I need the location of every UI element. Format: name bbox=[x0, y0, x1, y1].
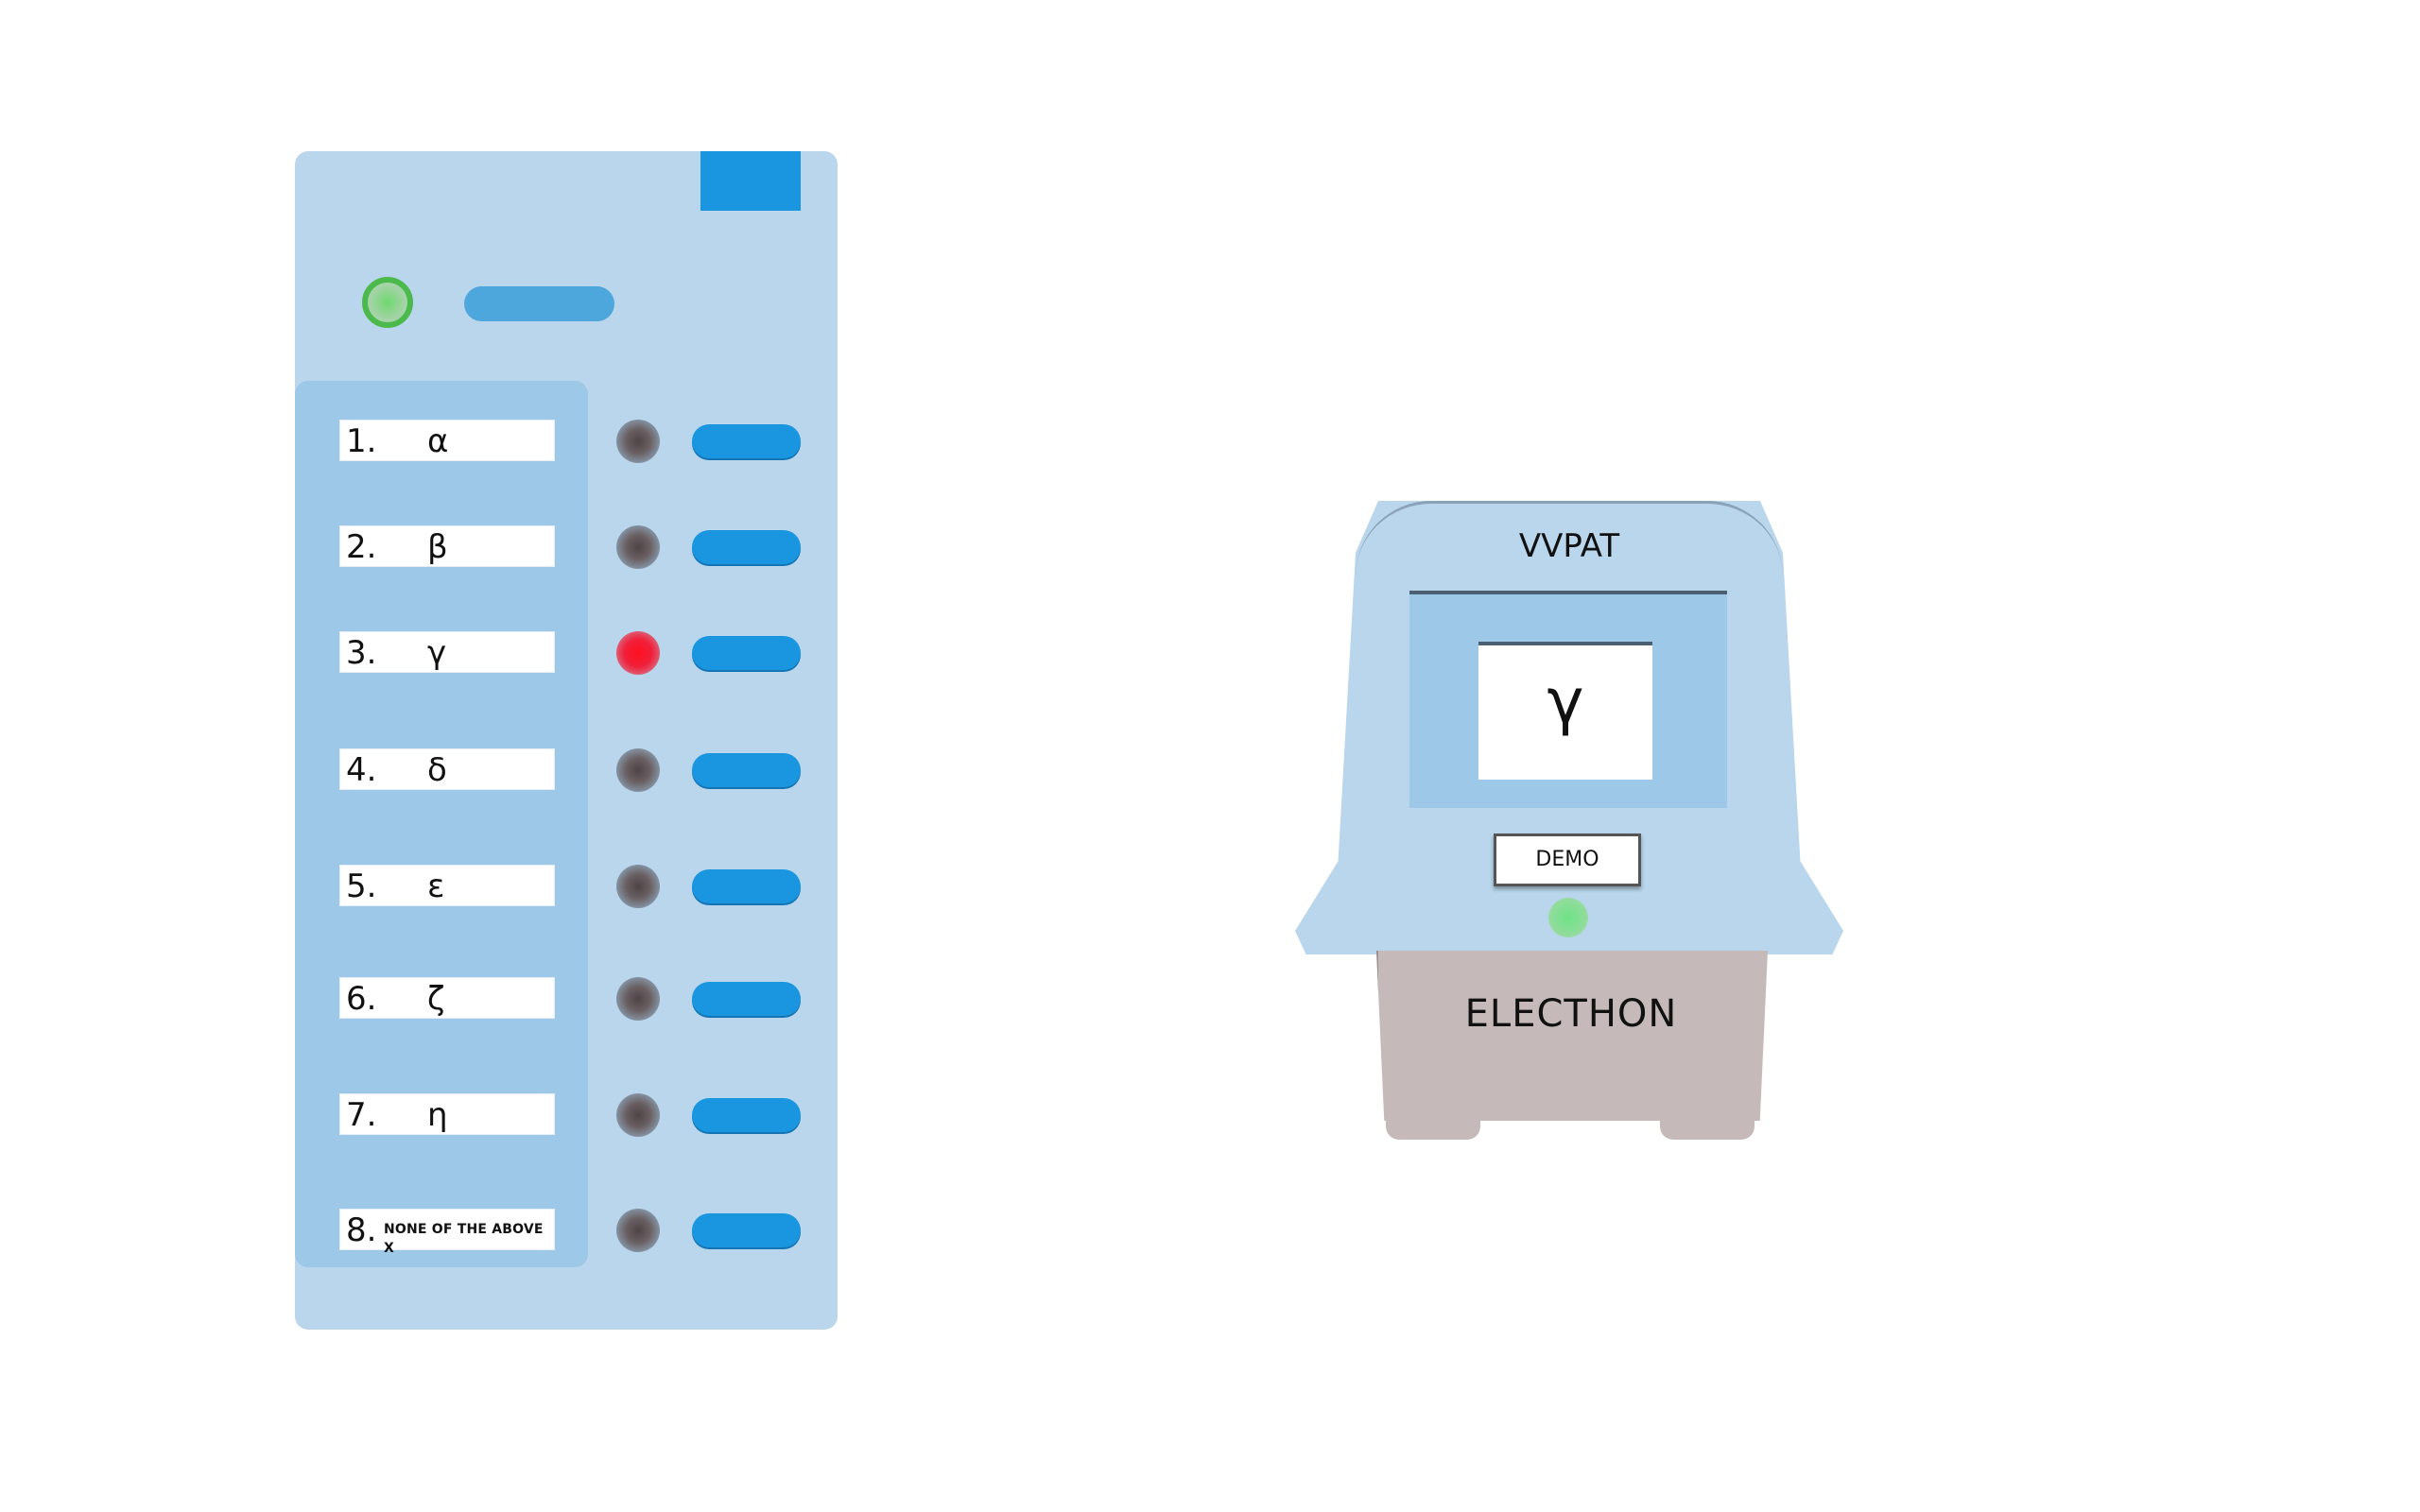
vote-button-3[interactable] bbox=[692, 636, 801, 670]
candidate-label: 1. α bbox=[340, 421, 554, 460]
candidate-name: γ bbox=[427, 634, 447, 672]
ready-indicator-bar bbox=[464, 286, 614, 321]
candidate-label: 4. δ bbox=[340, 749, 554, 789]
vote-indicator-light bbox=[616, 420, 660, 463]
candidate-name: β bbox=[427, 528, 448, 566]
candidate-label: 3. γ bbox=[340, 632, 554, 672]
candidate-name: ζ bbox=[427, 980, 445, 1018]
candidate-name: δ bbox=[427, 751, 447, 789]
vvpat-unit: VVPAT γ DEMO ELECTHON bbox=[1295, 501, 1843, 1143]
ballot-unit-corner-tab bbox=[700, 151, 801, 211]
demo-label: DEMO bbox=[1494, 833, 1641, 886]
candidate-number: 4. bbox=[346, 751, 377, 789]
vote-button-5[interactable] bbox=[692, 869, 801, 903]
vote-indicator-light-lit bbox=[616, 631, 660, 675]
candidate-label: 8. NONE OF THE ABOVE X bbox=[340, 1210, 554, 1256]
vvpat-paper-slip: γ bbox=[1478, 642, 1652, 780]
candidate-row: 6. ζ bbox=[295, 975, 838, 1022]
candidate-number: 1. bbox=[346, 422, 377, 460]
vote-button-4[interactable] bbox=[692, 753, 801, 787]
candidate-name: ε bbox=[427, 868, 445, 905]
vote-button-7[interactable] bbox=[692, 1098, 801, 1132]
vote-button-8[interactable] bbox=[692, 1213, 801, 1247]
candidate-label: 5. ε bbox=[340, 866, 554, 905]
vote-button-1[interactable] bbox=[692, 424, 801, 458]
none-of-the-above-label: NONE OF THE ABOVE X bbox=[384, 1222, 544, 1256]
vvpat-title: VVPAT bbox=[1518, 527, 1620, 565]
candidate-label: 6. ζ bbox=[340, 978, 554, 1018]
vvpat-status-light bbox=[1548, 898, 1588, 937]
vote-indicator-light bbox=[616, 977, 660, 1021]
vvpat-base bbox=[1376, 951, 1768, 1121]
candidate-name: α bbox=[427, 422, 449, 460]
vvpat-brand-label: ELECTHON bbox=[1464, 992, 1678, 1036]
candidate-name: η bbox=[427, 1096, 448, 1134]
vote-indicator-light bbox=[616, 1093, 660, 1137]
vote-button-6[interactable] bbox=[692, 982, 801, 1016]
candidate-row: 4. δ bbox=[295, 747, 838, 794]
candidate-number: 6. bbox=[346, 980, 377, 1018]
vote-indicator-light bbox=[616, 865, 660, 908]
candidate-row: 1. α bbox=[295, 418, 838, 465]
vvpat-viewing-window: γ bbox=[1409, 591, 1727, 808]
candidate-number: 2. bbox=[346, 528, 377, 566]
ready-indicator-light bbox=[362, 277, 413, 328]
vvpat-slip-symbol: γ bbox=[1547, 665, 1584, 738]
candidate-row: 3. γ bbox=[295, 629, 838, 677]
candidate-row: 2. β bbox=[295, 524, 838, 571]
vvpat-foot-left bbox=[1386, 1106, 1480, 1140]
candidate-number: 5. bbox=[346, 868, 377, 905]
vote-indicator-light bbox=[616, 1209, 660, 1252]
vvpat-foot-right bbox=[1660, 1106, 1754, 1140]
candidate-number: 3. bbox=[346, 634, 377, 672]
candidate-row: 8. NONE OF THE ABOVE X bbox=[295, 1207, 838, 1256]
candidate-label: 7. η bbox=[340, 1094, 554, 1134]
candidate-label: 2. β bbox=[340, 526, 554, 566]
candidate-row: 7. η bbox=[295, 1091, 838, 1139]
vote-button-2[interactable] bbox=[692, 530, 801, 564]
candidate-number: 8. bbox=[346, 1211, 377, 1249]
ballot-unit: 1. α 2. β 3. γ 4. δ bbox=[295, 151, 838, 1330]
candidate-row: 5. ε bbox=[295, 863, 838, 910]
vote-indicator-light bbox=[616, 525, 660, 569]
vote-indicator-light bbox=[616, 748, 660, 792]
candidate-number: 7. bbox=[346, 1096, 377, 1134]
